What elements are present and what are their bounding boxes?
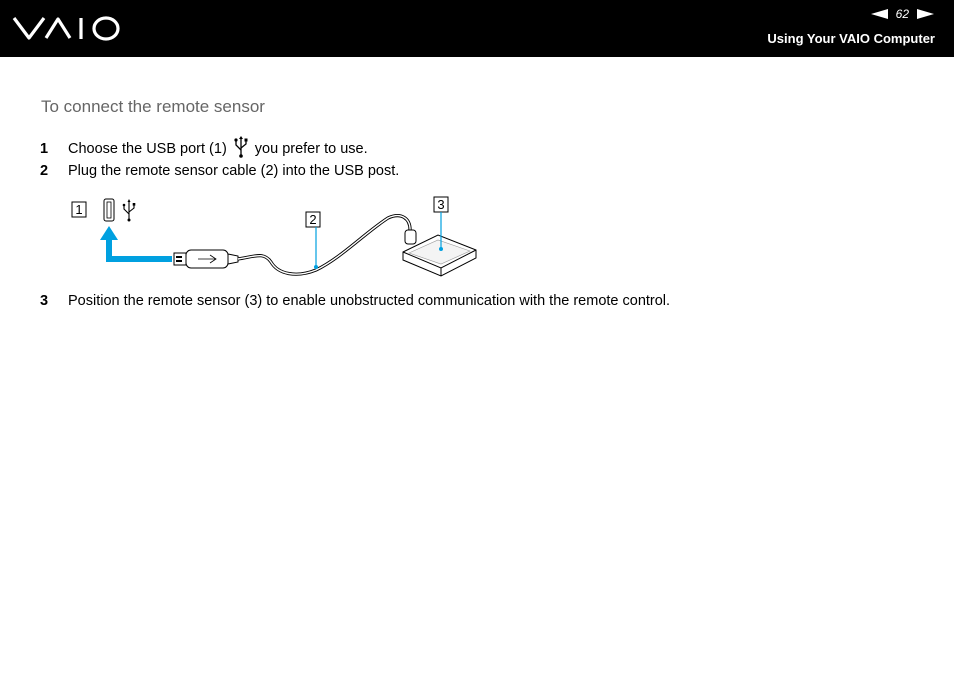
step-3: 3 Position the remote sensor (3) to enab… <box>40 293 670 309</box>
usb-icon <box>233 135 249 163</box>
next-page-arrow-icon[interactable] <box>917 9 934 19</box>
callout-1: 1 <box>71 201 87 218</box>
svg-text:1: 1 <box>75 202 82 217</box>
remote-sensor-connection-illustration: 1 <box>66 192 496 297</box>
section-title: Using Your VAIO Computer <box>767 31 935 46</box>
procedure-heading: To connect the remote sensor <box>41 97 265 116</box>
step-text: Plug the remote sensor cable (2) into th… <box>68 163 400 179</box>
step-number: 1 <box>40 141 49 157</box>
callout-3: 3 <box>433 196 449 251</box>
svg-text:3: 3 <box>437 197 444 212</box>
step-number: 2 <box>40 163 49 179</box>
step-2: 2 Plug the remote sensor cable (2) into … <box>40 163 399 179</box>
svg-text:2: 2 <box>309 212 316 227</box>
insert-direction-arrow-icon <box>100 226 172 262</box>
vaio-logo <box>12 14 122 47</box>
usb-port-icon <box>103 198 115 222</box>
usb-symbol-icon <box>122 199 136 222</box>
page-number: 62 <box>895 7 909 21</box>
page-navigation: 62 <box>870 7 934 21</box>
step-text: Position the remote sensor (3) to enable… <box>68 293 671 309</box>
page-header: 62 Using Your VAIO Computer <box>0 0 954 57</box>
previous-page-arrow-icon[interactable] <box>870 9 888 19</box>
cable-connector <box>404 229 417 245</box>
usb-plug-icon <box>173 249 239 269</box>
step-text-before: Choose the USB port (1) <box>68 141 227 157</box>
step-text-after: you prefer to use. <box>254 141 368 157</box>
step-number: 3 <box>40 293 49 309</box>
step-1: 1 Choose the USB port (1) you prefer to … <box>40 135 368 163</box>
remote-sensor-device <box>402 234 477 277</box>
callout-2: 2 <box>305 211 321 269</box>
